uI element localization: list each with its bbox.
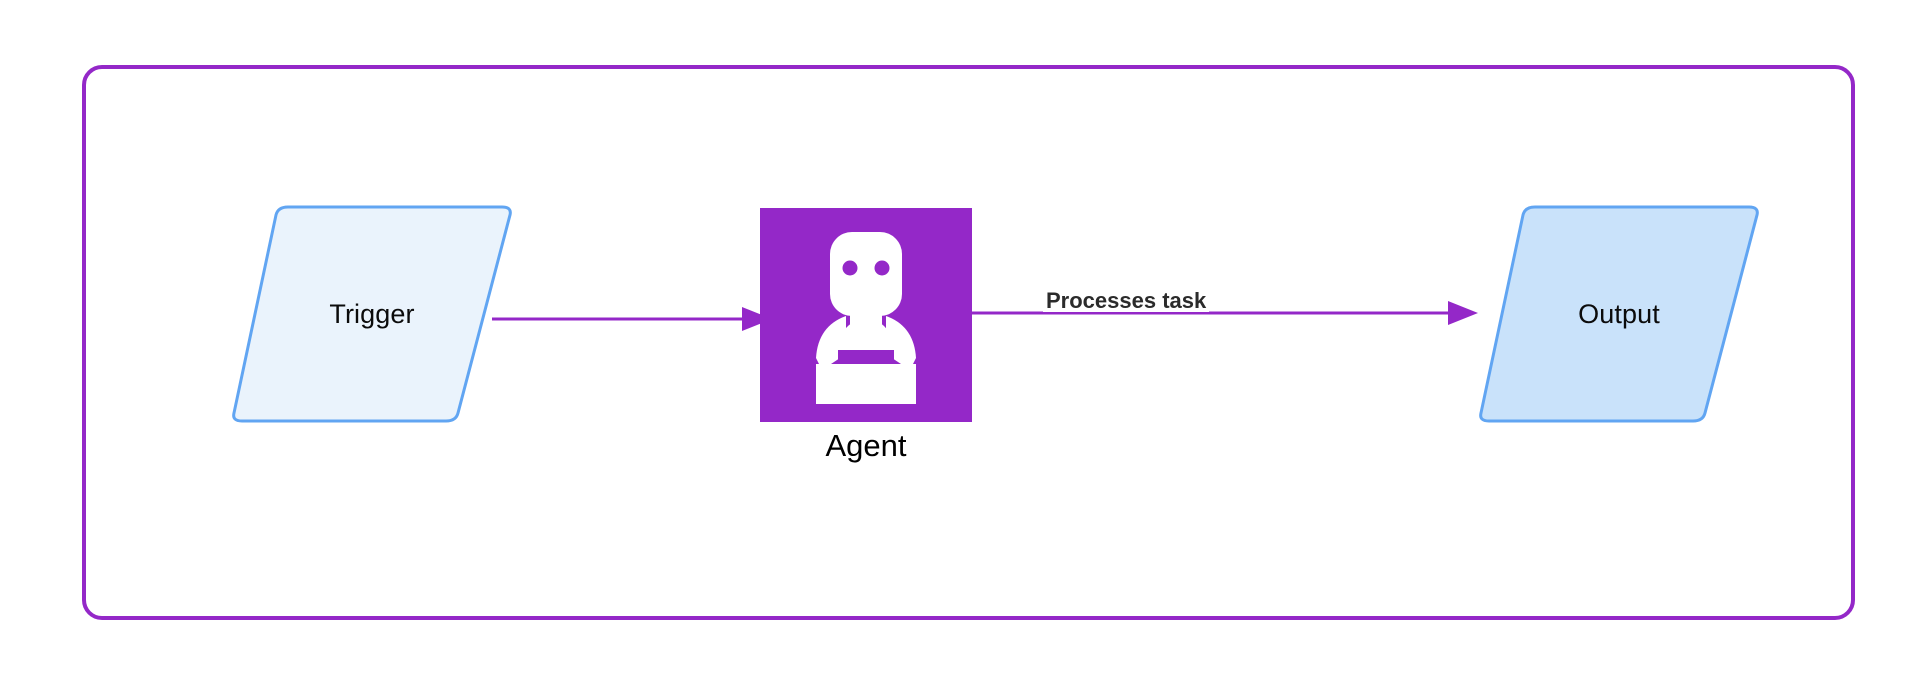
node-agent[interactable] (760, 208, 972, 422)
node-trigger[interactable]: Trigger (230, 203, 514, 425)
trigger-parallelogram-shape (232, 205, 512, 423)
output-parallelogram-shape (1479, 205, 1759, 423)
agent-label: Agent (825, 428, 907, 463)
edge-label-processes-task: Processes task (1043, 290, 1210, 312)
node-output[interactable]: Output (1477, 203, 1761, 425)
robot-icon (760, 208, 972, 422)
output-label: Output (1578, 298, 1660, 329)
trigger-label: Trigger (329, 298, 415, 329)
